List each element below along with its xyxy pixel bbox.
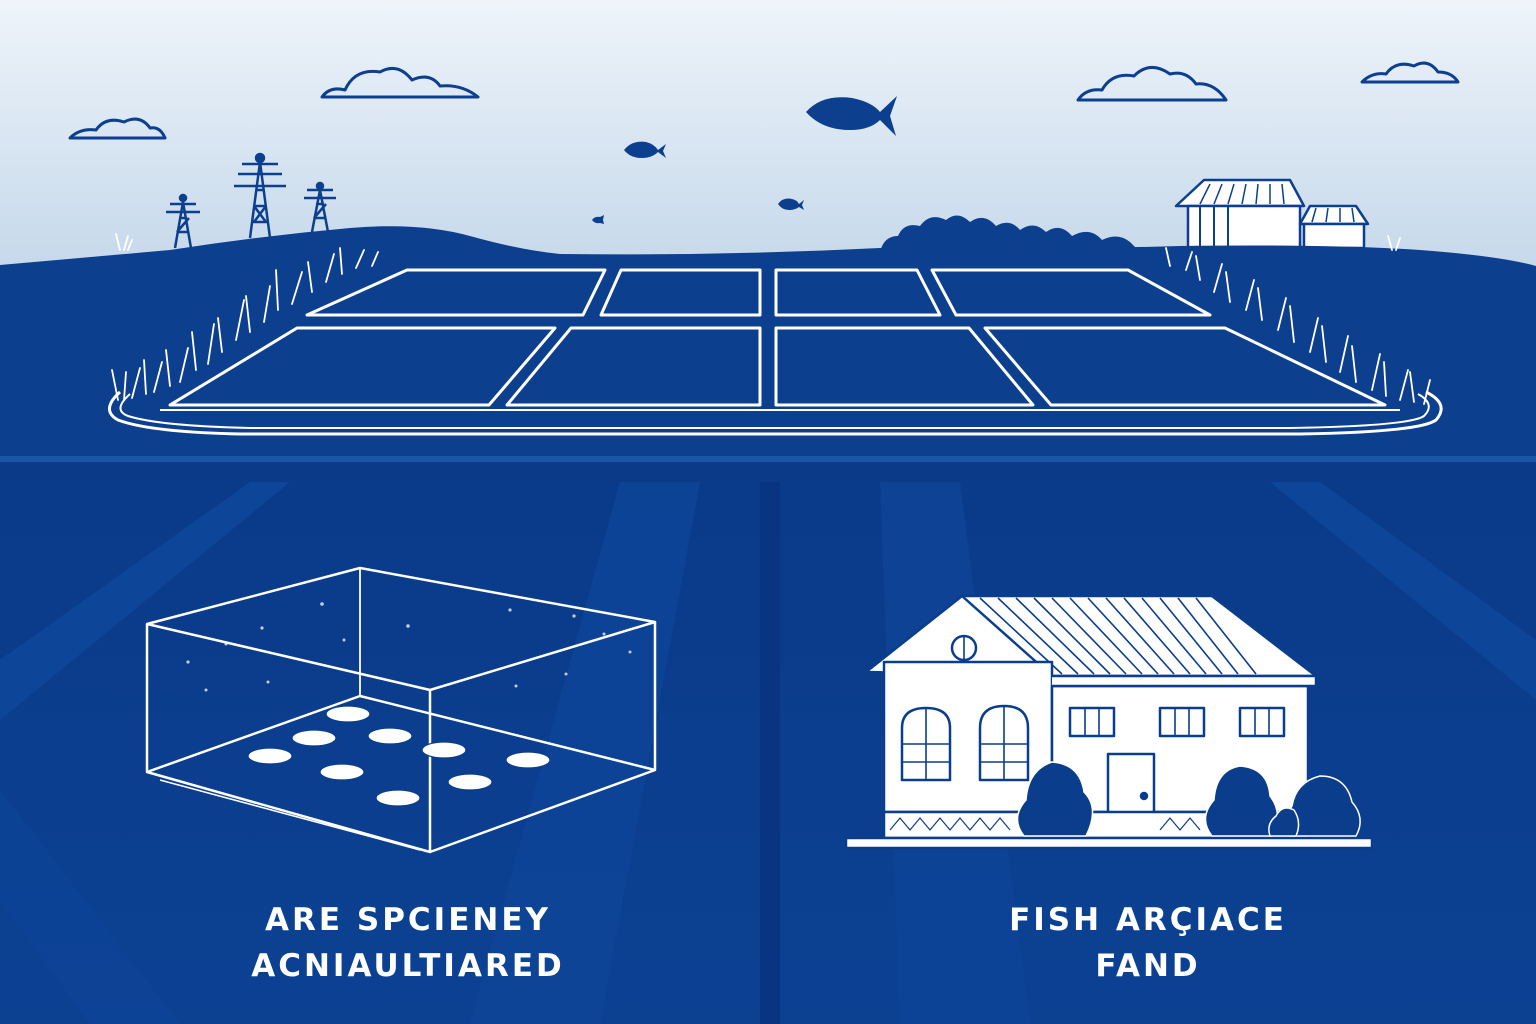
pond-cell <box>305 268 607 317</box>
pond-cell <box>983 326 1387 407</box>
distant-farmhouse <box>1174 178 1370 250</box>
pond-cell <box>774 326 1035 407</box>
tower-icon <box>304 181 336 233</box>
fish-icon <box>778 198 804 210</box>
tank-fish <box>247 705 551 807</box>
shrub-icon <box>1016 761 1094 837</box>
fish-icon <box>421 741 467 759</box>
tower-icon <box>166 193 200 249</box>
fish-icon <box>291 729 337 747</box>
fish-icon <box>505 751 551 769</box>
fish-pond-grid <box>108 268 1443 436</box>
fish-icon <box>367 727 413 745</box>
cloud-icon <box>320 66 480 99</box>
grass <box>111 233 1431 405</box>
house <box>844 594 1374 850</box>
transmission-towers <box>166 152 336 249</box>
shrub-icon <box>1204 765 1279 837</box>
panel-divider <box>760 482 780 1024</box>
left-panel-caption: ARE SPCIENEY ACNIAULTIARED <box>148 897 668 989</box>
pond-cell <box>168 326 557 407</box>
left-caption-line1: ARE SPCIENEY <box>265 902 551 938</box>
right-caption-line1: FISH ARÇIACE <box>1009 902 1287 938</box>
fish-icon <box>247 747 293 765</box>
left-caption-line2: ACNIAULTIARED <box>251 948 565 984</box>
pond-cell <box>774 268 942 317</box>
right-caption-line2: FAND <box>1095 948 1201 984</box>
horizon-divider <box>0 456 1536 462</box>
window <box>1158 706 1206 738</box>
cloud-icon <box>1360 61 1460 84</box>
fish-icon <box>447 773 493 791</box>
fish-icon <box>319 763 365 781</box>
treeline <box>880 215 1140 252</box>
pond-cell <box>599 268 762 317</box>
pond-cell <box>930 268 1212 317</box>
cloud-icon <box>68 117 167 140</box>
hill <box>0 226 1536 460</box>
right-panel-caption: FISH ARÇIACE FAND <box>888 897 1408 989</box>
ground-line <box>844 836 1374 850</box>
fish-icon <box>375 789 421 807</box>
cloud-icon <box>1076 66 1228 102</box>
clouds <box>68 61 1460 140</box>
roof-icon <box>1298 204 1370 226</box>
tank-front <box>145 624 432 854</box>
tower-icon <box>234 152 286 239</box>
fish-icon <box>624 141 666 158</box>
tank-bubbles <box>186 602 632 692</box>
fish-tank <box>145 566 657 854</box>
pond-cell <box>505 326 762 407</box>
shrub-icon <box>1268 807 1300 837</box>
door-knob <box>1139 791 1149 801</box>
fish-icon <box>592 215 604 224</box>
window <box>1068 706 1116 738</box>
pond-outer-rim <box>108 390 1443 436</box>
window <box>1238 706 1286 738</box>
fish-icon <box>806 96 897 136</box>
fish-icon <box>325 705 371 723</box>
shrubs <box>1016 761 1361 837</box>
flying-fish <box>592 96 897 224</box>
